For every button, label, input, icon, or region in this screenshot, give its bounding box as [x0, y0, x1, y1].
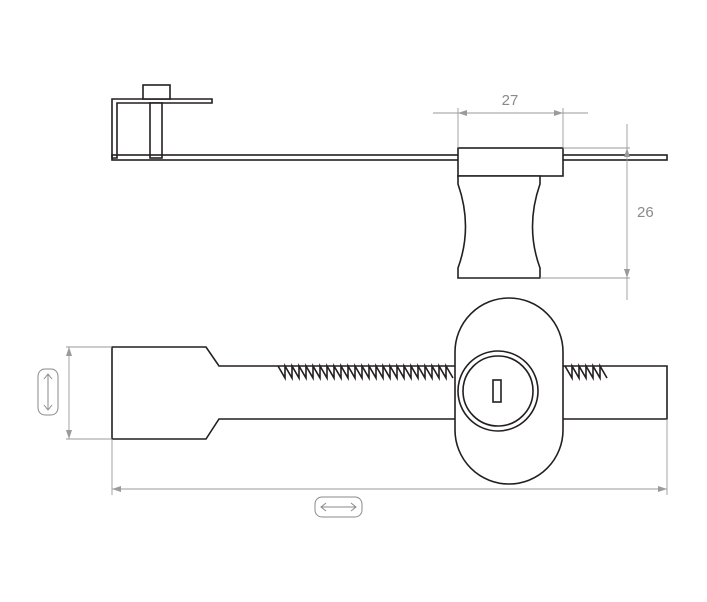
dim-26-arrow-bottom: [624, 269, 630, 278]
dim-27-label: 27: [502, 92, 519, 109]
dim-27-arrow-left: [458, 110, 467, 116]
side-view: [111, 84, 668, 279]
dim-26-arrow-top: [624, 148, 630, 157]
vertical-double-arrow-icon: [37, 368, 59, 416]
bracket-outline: [111, 98, 213, 159]
top-view: [111, 297, 668, 485]
vertical-dim-arrow-top: [66, 347, 72, 356]
horizontal-dim-arrow-right: [658, 486, 667, 492]
lock-cylinder-inner: [462, 355, 534, 427]
dim-26-label: 26: [637, 204, 654, 221]
vertical-dim-arrow-bottom: [66, 430, 72, 439]
keyhole: [492, 379, 502, 403]
dim-27-arrow-right: [554, 110, 563, 116]
top-view-dimensions: [37, 346, 668, 518]
rack-teeth: [277, 363, 454, 381]
horizontal-double-arrow-icon: [314, 496, 363, 518]
bracket-pin: [149, 102, 163, 159]
side-view-dimensions: 27 26: [433, 92, 654, 300]
handle-body: [111, 346, 668, 440]
bracket-screw-cap: [142, 84, 171, 100]
horizontal-dim-arrow-left: [112, 486, 121, 492]
lock-knob: [457, 175, 541, 279]
flat-bar: [111, 154, 668, 161]
rack-teeth-right: [564, 363, 608, 381]
lock-housing-block: [457, 147, 564, 177]
